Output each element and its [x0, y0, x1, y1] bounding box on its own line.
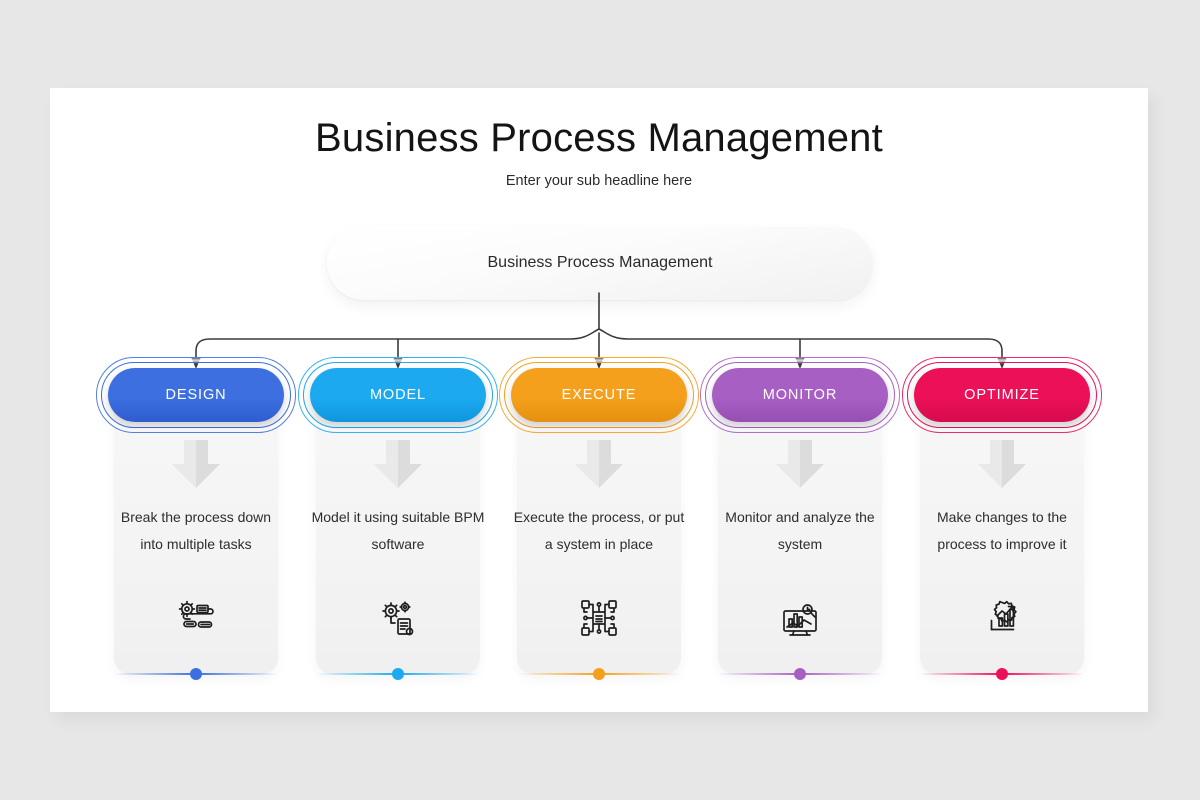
stage-ring-outer [902, 357, 1102, 433]
stage-accent-dot-monitor [794, 668, 806, 680]
gears-document-icon [378, 598, 418, 638]
stage-pill-label-monitor: MONITOR [762, 387, 838, 403]
stage-ring-outer [700, 357, 900, 433]
stage-ring-outer [96, 357, 296, 433]
stage-ring-inner [504, 362, 694, 428]
stage-accent [114, 668, 278, 680]
stage-pill-group-design[interactable]: DESIGN [95, 356, 297, 434]
page-title: Business Process Management [315, 116, 883, 160]
stage-ring-inner [907, 362, 1097, 428]
stage-pill-group-model[interactable]: MODEL [297, 356, 499, 434]
stage-ring-glow [300, 359, 496, 431]
stage-accent [517, 668, 681, 680]
stage-pill-execute[interactable]: EXECUTE [511, 368, 687, 422]
gear-growth-chart-icon [982, 598, 1022, 638]
stage-description-model: Model it using suitable BPM software [311, 509, 485, 552]
stage-pill-group-monitor[interactable]: MONITOR [699, 356, 901, 434]
stage-pill-group-execute[interactable]: EXECUTE [498, 356, 700, 434]
down-arrow-icon [575, 440, 623, 488]
stage-ring-inner [303, 362, 493, 428]
stage-accent [920, 668, 1084, 680]
stage-ring-glow [98, 359, 294, 431]
stage-pill-monitor[interactable]: MONITOR [712, 368, 888, 422]
stage-description-monitor: Monitor and analyze the system [725, 509, 875, 552]
stage-ring-glow [501, 359, 697, 431]
down-arrow-icon [776, 440, 824, 488]
stage-pill-label-optimize: OPTIMIZE [964, 387, 1040, 403]
down-arrow-icon [172, 440, 220, 488]
stage-ring-glow [904, 359, 1100, 431]
slide-card: Business Process Management Enter your s… [50, 88, 1148, 712]
stage-accent-dot-model [392, 668, 404, 680]
stage-description-execute: Execute the process, or put a system in … [513, 509, 685, 552]
stage-ring-inner [705, 362, 895, 428]
stage-description-optimize: Make changes to the process to improve i… [937, 509, 1067, 552]
down-arrow-icon [374, 440, 422, 488]
stage-accent-dot-optimize [996, 668, 1008, 680]
stage-pill-model[interactable]: MODEL [310, 368, 486, 422]
stage-ring-inner [101, 362, 291, 428]
stage-pill-optimize[interactable]: OPTIMIZE [914, 368, 1090, 422]
stage-accent [718, 668, 882, 680]
stage-ring-glow [702, 359, 898, 431]
stage-pill-label-design: DESIGN [165, 387, 227, 403]
stage-pill-group-optimize[interactable]: OPTIMIZE [901, 356, 1103, 434]
gear-process-flow-icon [176, 598, 216, 638]
monitor-analytics-icon [780, 598, 820, 638]
stage-ring-outer [499, 357, 699, 433]
stage-pill-design[interactable]: DESIGN [108, 368, 284, 422]
root-node-label: Business Process Management [487, 254, 713, 271]
system-network-icon [579, 598, 619, 638]
stage-description-design: Break the process down into multiple tas… [120, 509, 272, 552]
stage-accent [316, 668, 480, 680]
stage-accent-dot-execute [593, 668, 605, 680]
page-subtitle: Enter your sub headline here [505, 173, 693, 189]
stage-pill-label-model: MODEL [369, 387, 427, 403]
down-arrow-icon [978, 440, 1026, 488]
stage-accent-dot-design [190, 668, 202, 680]
stage-pill-label-execute: EXECUTE [561, 387, 637, 403]
root-node[interactable]: Business Process Management [327, 226, 873, 300]
stage-columns: DESIGN Break the process down into multi… [50, 356, 1148, 680]
stage-ring-outer [298, 357, 498, 433]
